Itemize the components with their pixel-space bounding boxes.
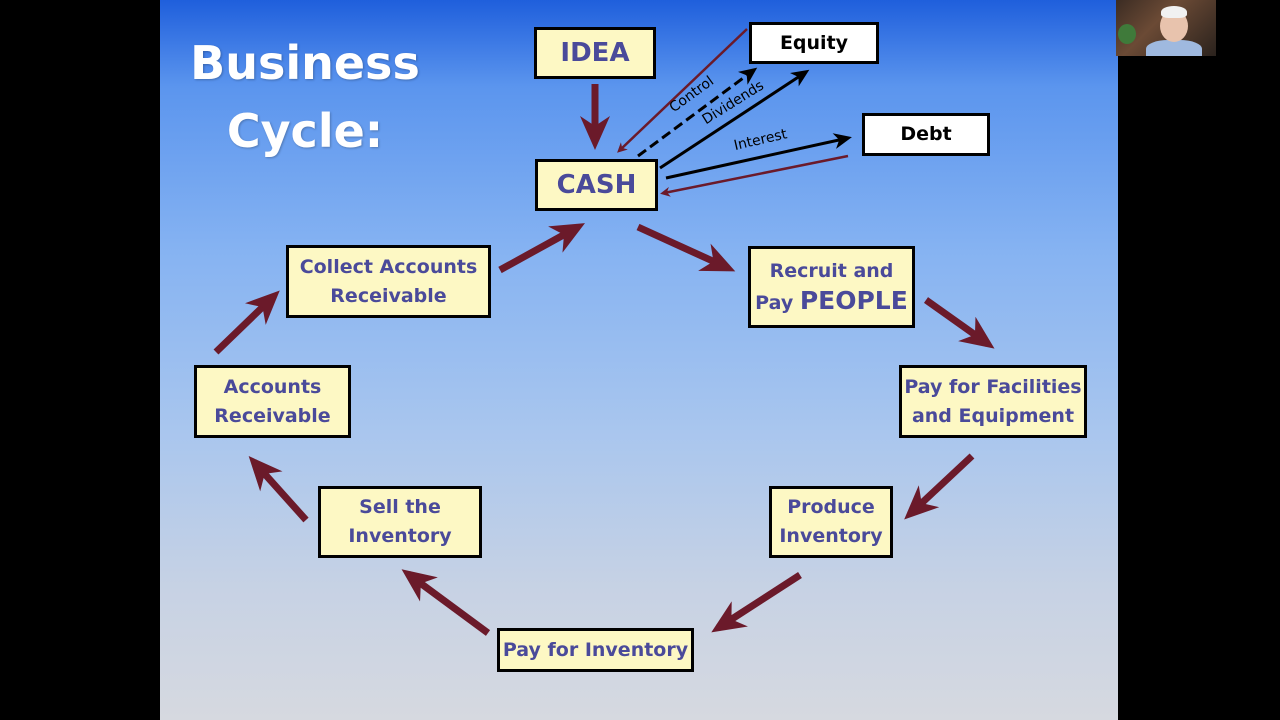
node-cash-label: CASH	[556, 169, 637, 200]
node-equity: Equity	[749, 22, 879, 64]
slide: Business Cycle: IDEA CASH Equity Debt Re…	[160, 0, 1118, 720]
arrow-produce-to-pay-inventory	[711, 572, 802, 633]
node-idea-label: IDEA	[560, 37, 630, 68]
webcam-shirt	[1146, 40, 1202, 56]
arrow-sell-to-ar	[248, 456, 309, 523]
node-produce-inventory: Produce Inventory	[769, 486, 893, 558]
slide-title-line2: Cycle:	[226, 104, 384, 158]
node-debt: Debt	[862, 113, 990, 156]
arrow-control-cash-to-equity	[637, 67, 758, 158]
arrow-interest-cash-to-debt	[665, 133, 852, 180]
arrow-debt-to-cash	[660, 154, 849, 197]
node-collect-line1: Collect Accounts	[299, 255, 478, 278]
arrow-facilities-to-produce	[904, 453, 975, 520]
arrow-ar-to-collect	[213, 290, 280, 355]
node-idea: IDEA	[534, 27, 656, 79]
node-collect-line2: Receivable	[330, 284, 447, 307]
presenter-webcam-thumbnail	[1116, 0, 1216, 56]
node-pay-inventory-label: Pay for Inventory	[502, 638, 689, 661]
node-sell-line1: Sell the	[359, 496, 441, 518]
webcam-plant	[1118, 24, 1136, 44]
node-recruit-people-emph: PEOPLE	[799, 285, 908, 315]
node-produce-line2: Inventory	[779, 525, 883, 547]
node-cash: CASH	[535, 159, 658, 211]
arrow-cash-to-recruit	[636, 223, 736, 272]
node-recruit-line2: Pay PEOPLE	[755, 286, 908, 318]
node-sell-inventory: Sell the Inventory	[318, 486, 482, 558]
arrow-recruit-to-facilities	[923, 297, 995, 349]
node-ar-line1: Accounts	[223, 375, 322, 398]
node-facilities-line2: and Equipment	[911, 404, 1075, 427]
node-pay-inventory: Pay for Inventory	[497, 628, 694, 672]
node-equity-label: Equity	[779, 31, 849, 54]
node-facilities: Pay for Facilities and Equipment	[899, 365, 1087, 438]
arrow-pay-inventory-to-sell	[401, 569, 491, 636]
webcam-hair	[1161, 6, 1187, 18]
arrow-collect-to-cash	[498, 223, 586, 274]
arrow-dividends-cash-to-equity	[659, 69, 810, 170]
node-collect-receivable: Collect Accounts Receivable	[286, 245, 491, 318]
node-accounts-receivable: Accounts Receivable	[194, 365, 351, 438]
node-produce-line1: Produce	[787, 496, 875, 518]
node-ar-line2: Receivable	[214, 404, 331, 427]
node-debt-label: Debt	[900, 123, 952, 145]
arrow-control-equity-to-cash	[617, 28, 748, 153]
arrows-layer	[213, 28, 995, 636]
node-facilities-line1: Pay for Facilities	[904, 375, 1082, 398]
node-recruit-people: Recruit and Pay PEOPLE	[748, 246, 915, 328]
node-sell-line2: Inventory	[348, 525, 452, 547]
node-recruit-pay: Pay	[755, 291, 800, 314]
slide-title-line1: Business	[190, 36, 420, 90]
node-recruit-line1: Recruit and	[769, 259, 894, 282]
